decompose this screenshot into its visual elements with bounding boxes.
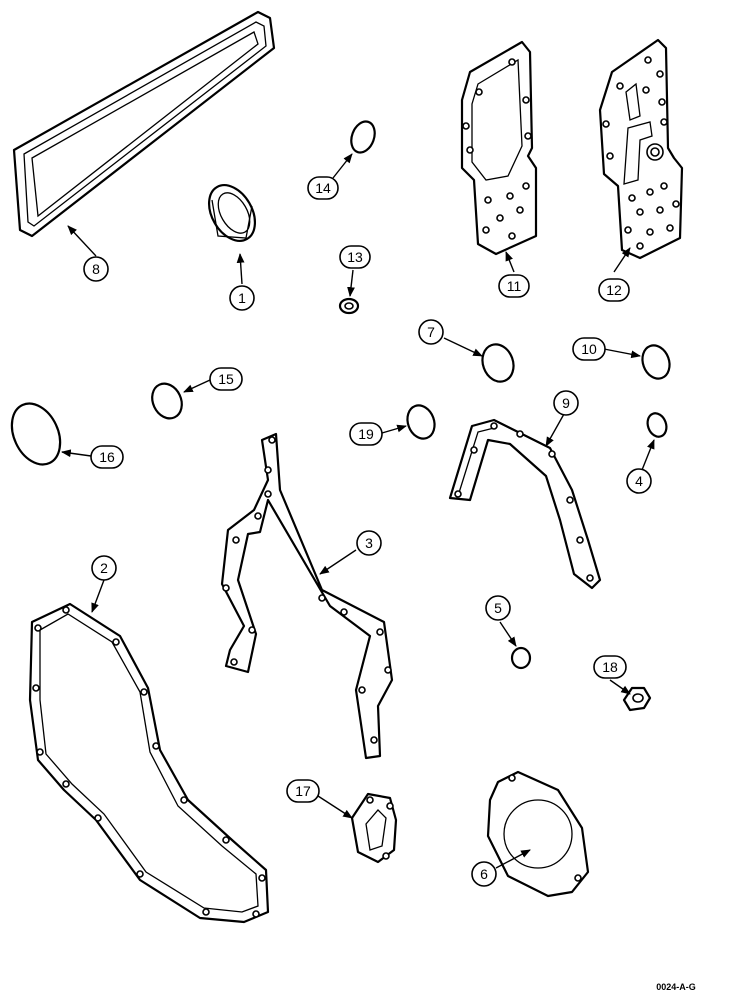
callout-18: 18 bbox=[593, 655, 627, 679]
part-13-washer bbox=[338, 297, 360, 315]
svg-text:11: 11 bbox=[507, 278, 522, 294]
callout-16: 16 bbox=[90, 445, 124, 469]
svg-text:18: 18 bbox=[602, 659, 618, 675]
svg-text:2: 2 bbox=[100, 560, 108, 576]
callout-4: 4 bbox=[626, 468, 652, 494]
callout-13: 13 bbox=[339, 245, 371, 269]
part-8-cover-gasket bbox=[12, 10, 276, 238]
svg-text:3: 3 bbox=[365, 535, 373, 551]
callout-3: 3 bbox=[356, 530, 382, 556]
part-17-flange-gasket bbox=[350, 792, 398, 864]
part-12-plate-gasket bbox=[598, 38, 684, 260]
part-4-o-ring bbox=[646, 412, 668, 438]
svg-text:12: 12 bbox=[606, 282, 622, 298]
svg-text:15: 15 bbox=[218, 371, 234, 387]
svg-text:13: 13 bbox=[347, 249, 363, 265]
svg-text:6: 6 bbox=[480, 866, 488, 882]
svg-text:8: 8 bbox=[92, 261, 100, 277]
part-9-arched-gasket bbox=[448, 418, 602, 590]
part-14-o-ring bbox=[350, 120, 376, 154]
callout-1: 1 bbox=[229, 285, 255, 311]
callout-7: 7 bbox=[418, 319, 444, 345]
callout-8: 8 bbox=[83, 256, 109, 282]
svg-text:9: 9 bbox=[562, 395, 570, 411]
part-3-front-cover-gasket bbox=[220, 432, 394, 760]
svg-text:7: 7 bbox=[427, 324, 435, 340]
svg-text:17: 17 bbox=[295, 783, 311, 799]
figure-code: 0024-A-G bbox=[656, 982, 696, 992]
callout-2: 2 bbox=[91, 555, 117, 581]
part-19-o-ring bbox=[406, 404, 436, 440]
callout-10: 10 bbox=[572, 337, 606, 361]
callout-15: 15 bbox=[209, 367, 243, 391]
part-11-plate-gasket bbox=[460, 40, 538, 256]
svg-text:10: 10 bbox=[581, 341, 597, 357]
callout-6: 6 bbox=[471, 861, 497, 887]
part-2-timing-cover-gasket bbox=[28, 602, 270, 924]
part-6-round-flange-gasket bbox=[486, 770, 590, 898]
callout-5: 5 bbox=[485, 595, 511, 621]
part-16-o-ring bbox=[10, 402, 62, 466]
leader-lines bbox=[61, 153, 655, 869]
svg-text:1: 1 bbox=[238, 290, 246, 306]
svg-text:4: 4 bbox=[635, 473, 643, 489]
part-18-sealing-washer bbox=[622, 686, 652, 712]
callout-11: 11 bbox=[498, 274, 530, 298]
callout-14: 14 bbox=[307, 176, 339, 200]
callout-9: 9 bbox=[553, 390, 579, 416]
svg-text:19: 19 bbox=[358, 426, 374, 442]
svg-text:14: 14 bbox=[315, 180, 331, 196]
callout-17: 17 bbox=[286, 779, 320, 803]
callout-12: 12 bbox=[598, 278, 630, 302]
callout-19: 19 bbox=[349, 422, 383, 446]
part-5-o-ring bbox=[510, 646, 532, 670]
part-1-crank-seal bbox=[207, 184, 257, 242]
svg-text:16: 16 bbox=[99, 449, 115, 465]
part-10-o-ring bbox=[641, 344, 671, 380]
svg-text:5: 5 bbox=[494, 600, 502, 616]
part-7-o-ring bbox=[481, 343, 515, 383]
part-15-o-ring bbox=[151, 382, 183, 420]
